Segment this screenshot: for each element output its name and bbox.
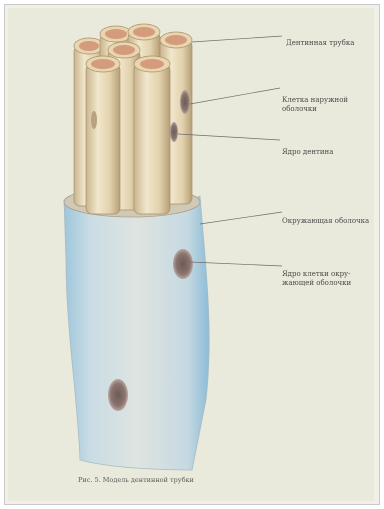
outer-cell-nucleus-icon bbox=[180, 90, 190, 114]
tubule-nucleus-icon bbox=[170, 122, 178, 142]
label-outer-cell: Клетка наружной оболочки bbox=[282, 96, 348, 114]
tubule-bundle bbox=[74, 24, 192, 214]
sheath-nucleus-icon bbox=[173, 249, 193, 279]
sheath-nucleus-lower-icon bbox=[108, 379, 128, 411]
figure-caption: Рис. 5. Модель дентинной трубки bbox=[78, 476, 278, 484]
label-tubule-nucleus: Ядро дентина bbox=[282, 148, 333, 157]
label-tubule: Дентинная трубка bbox=[286, 39, 354, 48]
sheath-shape bbox=[64, 196, 209, 470]
label-sheath: Окружающая оболочка bbox=[282, 217, 369, 226]
label-sheath-nucleus: Ядро клетки окру- жающей оболочки bbox=[282, 270, 351, 288]
